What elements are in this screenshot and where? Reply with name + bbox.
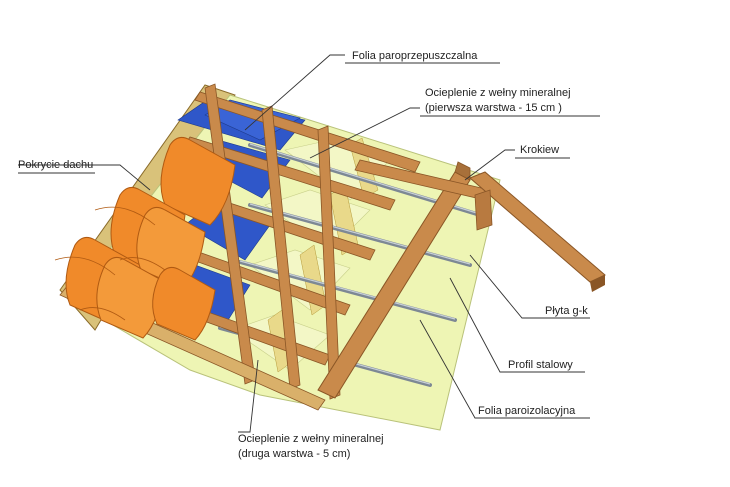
label-steel-profile: Profil stalowy: [508, 359, 573, 371]
label-vapor-permeable-foil: Folia paroprzepuszczalna: [352, 50, 478, 62]
back-rafter: [469, 171, 606, 283]
label-insulation-first-line2: (pierwsza warstwa - 15 cm ): [425, 102, 562, 114]
label-rafter: Krokiew: [520, 144, 559, 156]
label-insulation-second-line2: (druga warstwa - 5 cm): [238, 448, 350, 460]
label-roof-covering: Pokrycie dachu: [18, 159, 93, 171]
label-vapor-barrier-foil: Folia paroizolacyjna: [478, 405, 576, 417]
leader-lines: [18, 54, 590, 433]
label-insulation-first-line1: Ocieplenie z wełny mineralnej: [425, 87, 571, 99]
label-insulation-second-line1: Ocieplenie z wełny mineralnej: [238, 433, 384, 445]
rafter-post: [474, 189, 493, 231]
label-plasterboard: Płyta g-k: [545, 305, 588, 317]
